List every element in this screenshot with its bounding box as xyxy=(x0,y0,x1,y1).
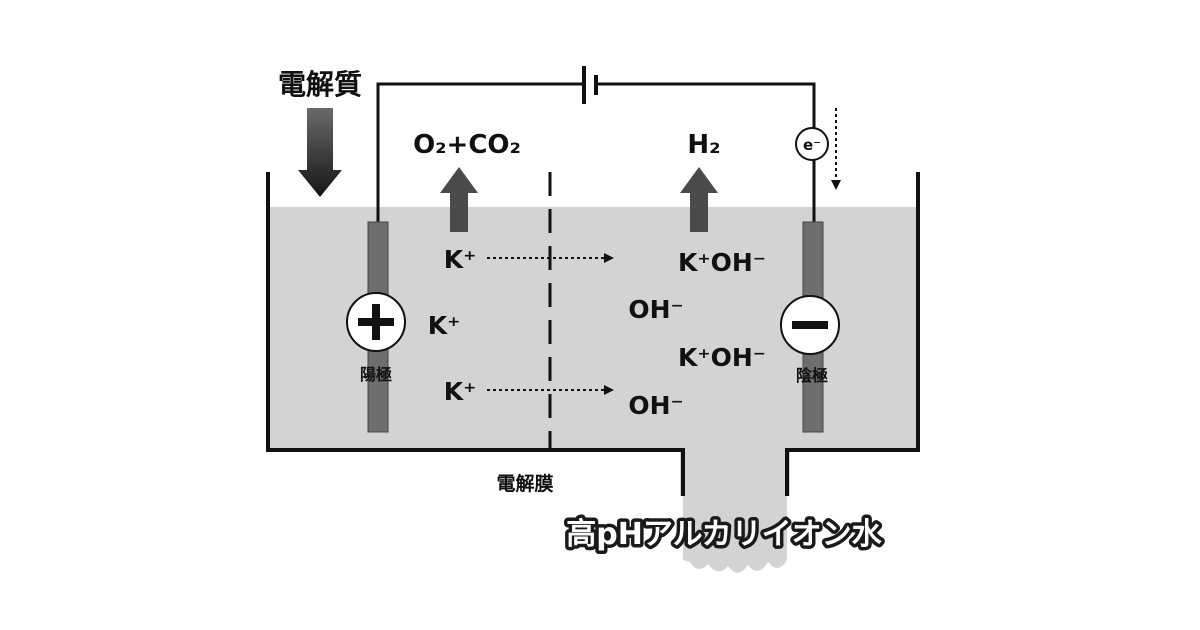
gas-cathode-label: H₂ xyxy=(687,130,720,160)
electron-flow-arrowhead xyxy=(831,180,841,190)
cathode-label: 陰極 xyxy=(796,366,828,385)
electrolyte-liquid xyxy=(268,207,918,496)
ion-flow-arrowhead-bottom xyxy=(604,385,614,395)
gas-cathode-arrow xyxy=(680,167,718,232)
ion-k-mid: K⁺ xyxy=(428,311,461,340)
ion-oh-bottom: OH⁻ xyxy=(628,391,683,420)
tank-wall xyxy=(266,172,920,496)
gas-anode-label: O₂+CO₂ xyxy=(413,130,521,160)
circuit-wire xyxy=(376,82,582,222)
ion-flow-arrowhead-top xyxy=(604,253,614,263)
electron-label: e⁻ xyxy=(803,136,821,154)
ion-oh-mid: OH⁻ xyxy=(628,295,683,324)
electrolyte-input-arrow xyxy=(298,108,342,197)
anode-label: 陽極 xyxy=(360,365,392,384)
output-water-label: 高pHアルカリイオン水 xyxy=(566,517,882,552)
ion-koh-bottom: K⁺OH⁻ xyxy=(678,343,766,372)
gas-anode-arrow xyxy=(440,167,478,232)
electrolyte-label: 電解質 xyxy=(278,68,362,101)
ion-k-bottom: K⁺ xyxy=(444,377,477,406)
ion-k-top: K⁺ xyxy=(444,245,477,274)
electron-badge xyxy=(795,127,829,161)
ion-koh-top: K⁺OH⁻ xyxy=(678,248,766,277)
plus-icon-v xyxy=(372,304,380,340)
membrane-label: 電解膜 xyxy=(496,472,553,495)
output-water-flow xyxy=(683,496,787,573)
circuit-wire-right xyxy=(596,82,816,128)
minus-icon xyxy=(792,321,828,329)
